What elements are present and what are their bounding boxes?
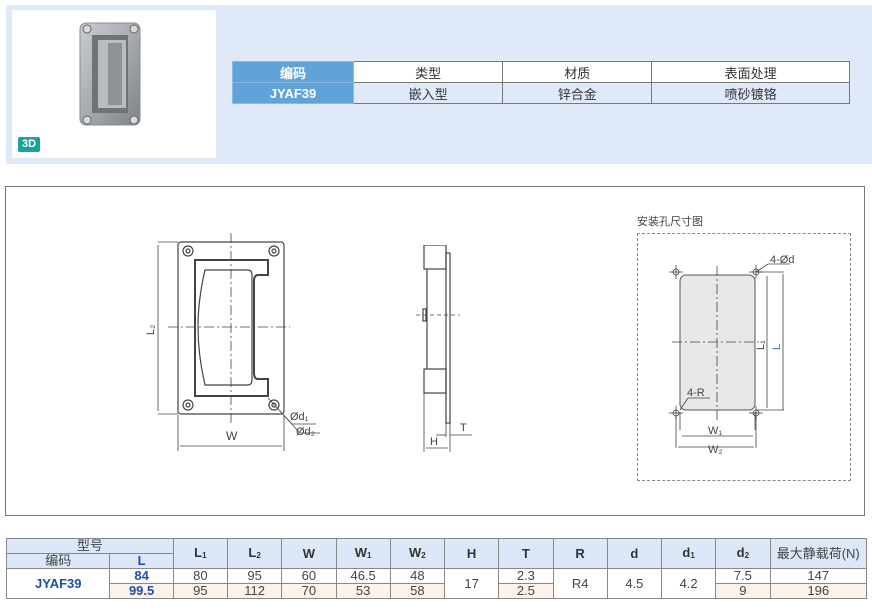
t-label: T: [460, 422, 467, 434]
cell-load: 147: [769, 568, 867, 584]
spec-header-w: W: [281, 538, 337, 569]
cell-w: 60: [281, 568, 337, 584]
table-row: 99.5 95 112 70 53 58 2.5 9 196: [6, 583, 867, 599]
hole-count-label: 4-Ød: [770, 254, 794, 266]
spec-header-d1: d1: [660, 538, 717, 569]
spec-header-l2: L2: [226, 538, 283, 569]
cell-l1: 80: [172, 568, 229, 584]
spec-header-model: 型号: [6, 538, 174, 554]
3d-view-badge[interactable]: 3D: [18, 137, 40, 152]
spec-header-w1: W1: [335, 538, 391, 569]
cell-w2: 58: [389, 583, 446, 599]
side-view-drawing: H T: [416, 245, 472, 452]
mount-hole-drawing: 4-Ød 4-R L₁ L W₁ W₂: [669, 254, 794, 456]
w1-label: W₁: [708, 425, 722, 437]
spec-header-code: 编码: [5, 553, 111, 569]
cell-t: 2.5: [498, 583, 554, 599]
cell-l1: 95: [172, 583, 229, 599]
w2-label: W₂: [708, 444, 723, 456]
spec-code-cell: JYAF39: [5, 568, 111, 599]
cell-l: 99.5: [109, 583, 174, 599]
product-info-table: 编码 类型 材质 表面处理 JYAF39 嵌入型 锌合金 喷砂镀铬: [232, 61, 850, 104]
cell-d: 4.5: [606, 568, 663, 599]
front-view-drawing: L₂ W Ød₁ Ød₂: [145, 233, 320, 451]
cell-w: 70: [281, 583, 337, 599]
l2-label: L₂: [145, 325, 157, 335]
mount-hole-drawing-frame: [637, 233, 851, 481]
cell-d2: 9: [715, 583, 771, 599]
spec-header-r: R: [552, 538, 608, 569]
radius-label: 4-R: [687, 387, 705, 399]
w-label: W: [226, 429, 238, 443]
cell-l: 84: [109, 568, 174, 584]
cell-w1: 46.5: [335, 568, 391, 584]
spec-header-d2: d2: [715, 538, 771, 569]
info-header-finish: 表面处理: [651, 61, 850, 83]
spec-header-l: L: [109, 553, 174, 569]
l-label: L: [771, 344, 783, 350]
cell-r: R4: [552, 568, 608, 599]
cell-t: 2.3: [498, 568, 554, 584]
spec-header-t: T: [498, 538, 554, 569]
cell-l2: 95: [226, 568, 283, 584]
cell-d1: 4.2: [660, 568, 717, 599]
handle-photo-icon: [79, 22, 141, 126]
cell-l2: 112: [226, 583, 283, 599]
info-header-type: 类型: [352, 61, 504, 83]
product-photo[interactable]: [12, 10, 216, 158]
spec-header-w2: W2: [389, 538, 446, 569]
d1-label: Ød₁: [290, 411, 309, 423]
cell-d2: 7.5: [715, 568, 771, 584]
l1-label: L₁: [755, 340, 767, 350]
cell-w2: 48: [389, 568, 446, 584]
info-header-material: 材质: [502, 61, 653, 83]
cell-h: 17: [443, 568, 500, 599]
spec-table: 型号 L1 L2 W W1 W2 H T R d d1 d2 最大静载荷(N) …: [5, 538, 867, 599]
info-value-finish: 喷砂镀铬: [651, 82, 850, 104]
spec-header-l1: L1: [172, 538, 229, 569]
h-label: H: [430, 436, 438, 448]
d2-label: Ød₂: [296, 426, 315, 438]
cell-load: 196: [769, 583, 867, 599]
info-header-code: 编码: [232, 61, 354, 83]
spec-header-h: H: [443, 538, 500, 569]
spec-header-d: d: [606, 538, 663, 569]
info-value-material: 锌合金: [502, 82, 653, 104]
cell-w1: 53: [335, 583, 391, 599]
info-value-type: 嵌入型: [352, 82, 504, 104]
table-row: JYAF39 84 80 95 60 46.5 48 17 2.3 R4 4.5…: [5, 568, 867, 599]
info-value-code: JYAF39: [232, 82, 354, 104]
spec-header-max-load: 最大静载荷(N): [769, 538, 867, 569]
mount-hole-title: 安装孔尺寸图: [637, 216, 703, 228]
